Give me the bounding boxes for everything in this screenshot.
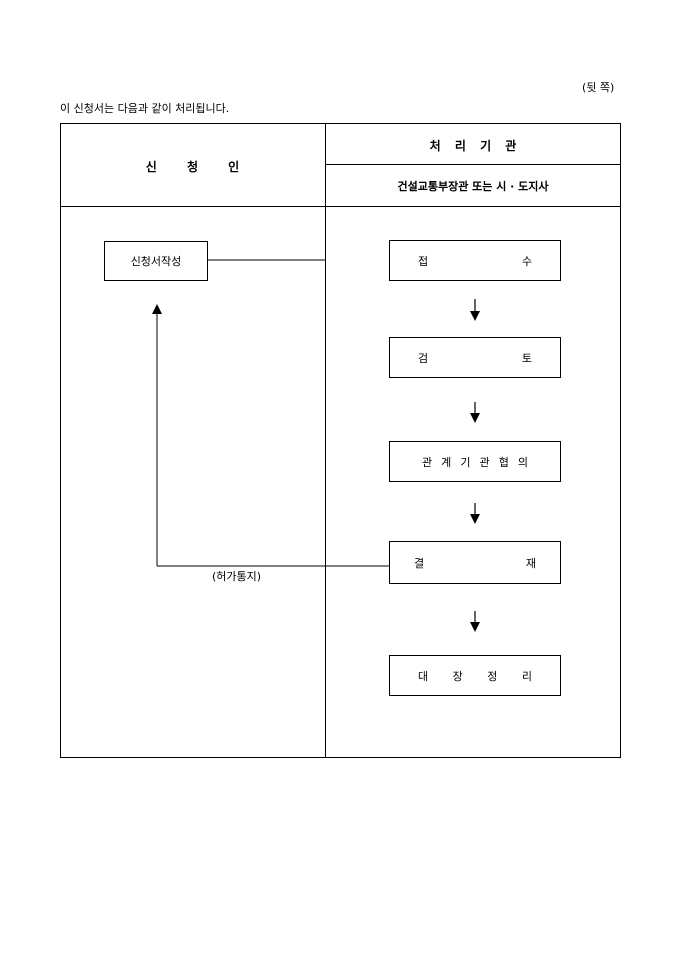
step-approval-char: 결	[414, 556, 425, 570]
step-review: 검 토	[389, 337, 561, 378]
step-review-char: 토	[521, 351, 532, 365]
step-approval-char: 재	[525, 556, 536, 570]
step-consultation-char: 기	[460, 455, 471, 469]
step-review-char: 검	[418, 351, 429, 365]
step-receipt: 접 수	[389, 240, 561, 281]
step-ledger-char: 리	[521, 669, 532, 683]
step-consultation-char: 의	[517, 455, 528, 469]
step-ledger-char: 정	[487, 669, 498, 683]
step-consultation-char: 관	[422, 455, 433, 469]
authority-header: 건설교통부장관 또는 시 · 도지사	[397, 180, 549, 193]
step-consultation-char: 협	[498, 455, 509, 469]
agency-header: 처 리 기 관	[429, 139, 517, 153]
arrow-up-icon	[152, 304, 162, 314]
column-divider	[325, 123, 326, 758]
step-ledger-char: 대	[418, 669, 429, 683]
process-table	[60, 123, 621, 758]
permit-notice-label: (허가통지)	[212, 570, 262, 583]
arrow-down-1-icon	[470, 311, 480, 321]
step-approval: 결 재	[389, 541, 561, 584]
arrow-down-2-icon	[470, 413, 480, 423]
step-ledger-registration: 대 장 정 리	[389, 655, 561, 696]
step-ledger-char: 장	[452, 669, 463, 683]
step-agency-consultation: 관 계 기 관 협 의	[389, 441, 561, 482]
applicant-header: 신 청 인	[145, 160, 240, 174]
page-side-label: (뒷 쪽)	[582, 81, 615, 94]
step-consultation-char: 계	[441, 455, 452, 469]
step-consultation-char: 관	[479, 455, 490, 469]
header-divider	[60, 206, 621, 207]
agency-header-divider	[325, 164, 621, 165]
arrow-down-3-icon	[470, 514, 480, 524]
arrow-down-4-icon	[470, 622, 480, 632]
step-receipt-char: 접	[418, 254, 429, 268]
application-box: 신청서작성	[104, 241, 208, 281]
step-receipt-char: 수	[521, 254, 532, 268]
intro-text: 이 신청서는 다음과 같이 처리됩니다.	[60, 102, 230, 115]
